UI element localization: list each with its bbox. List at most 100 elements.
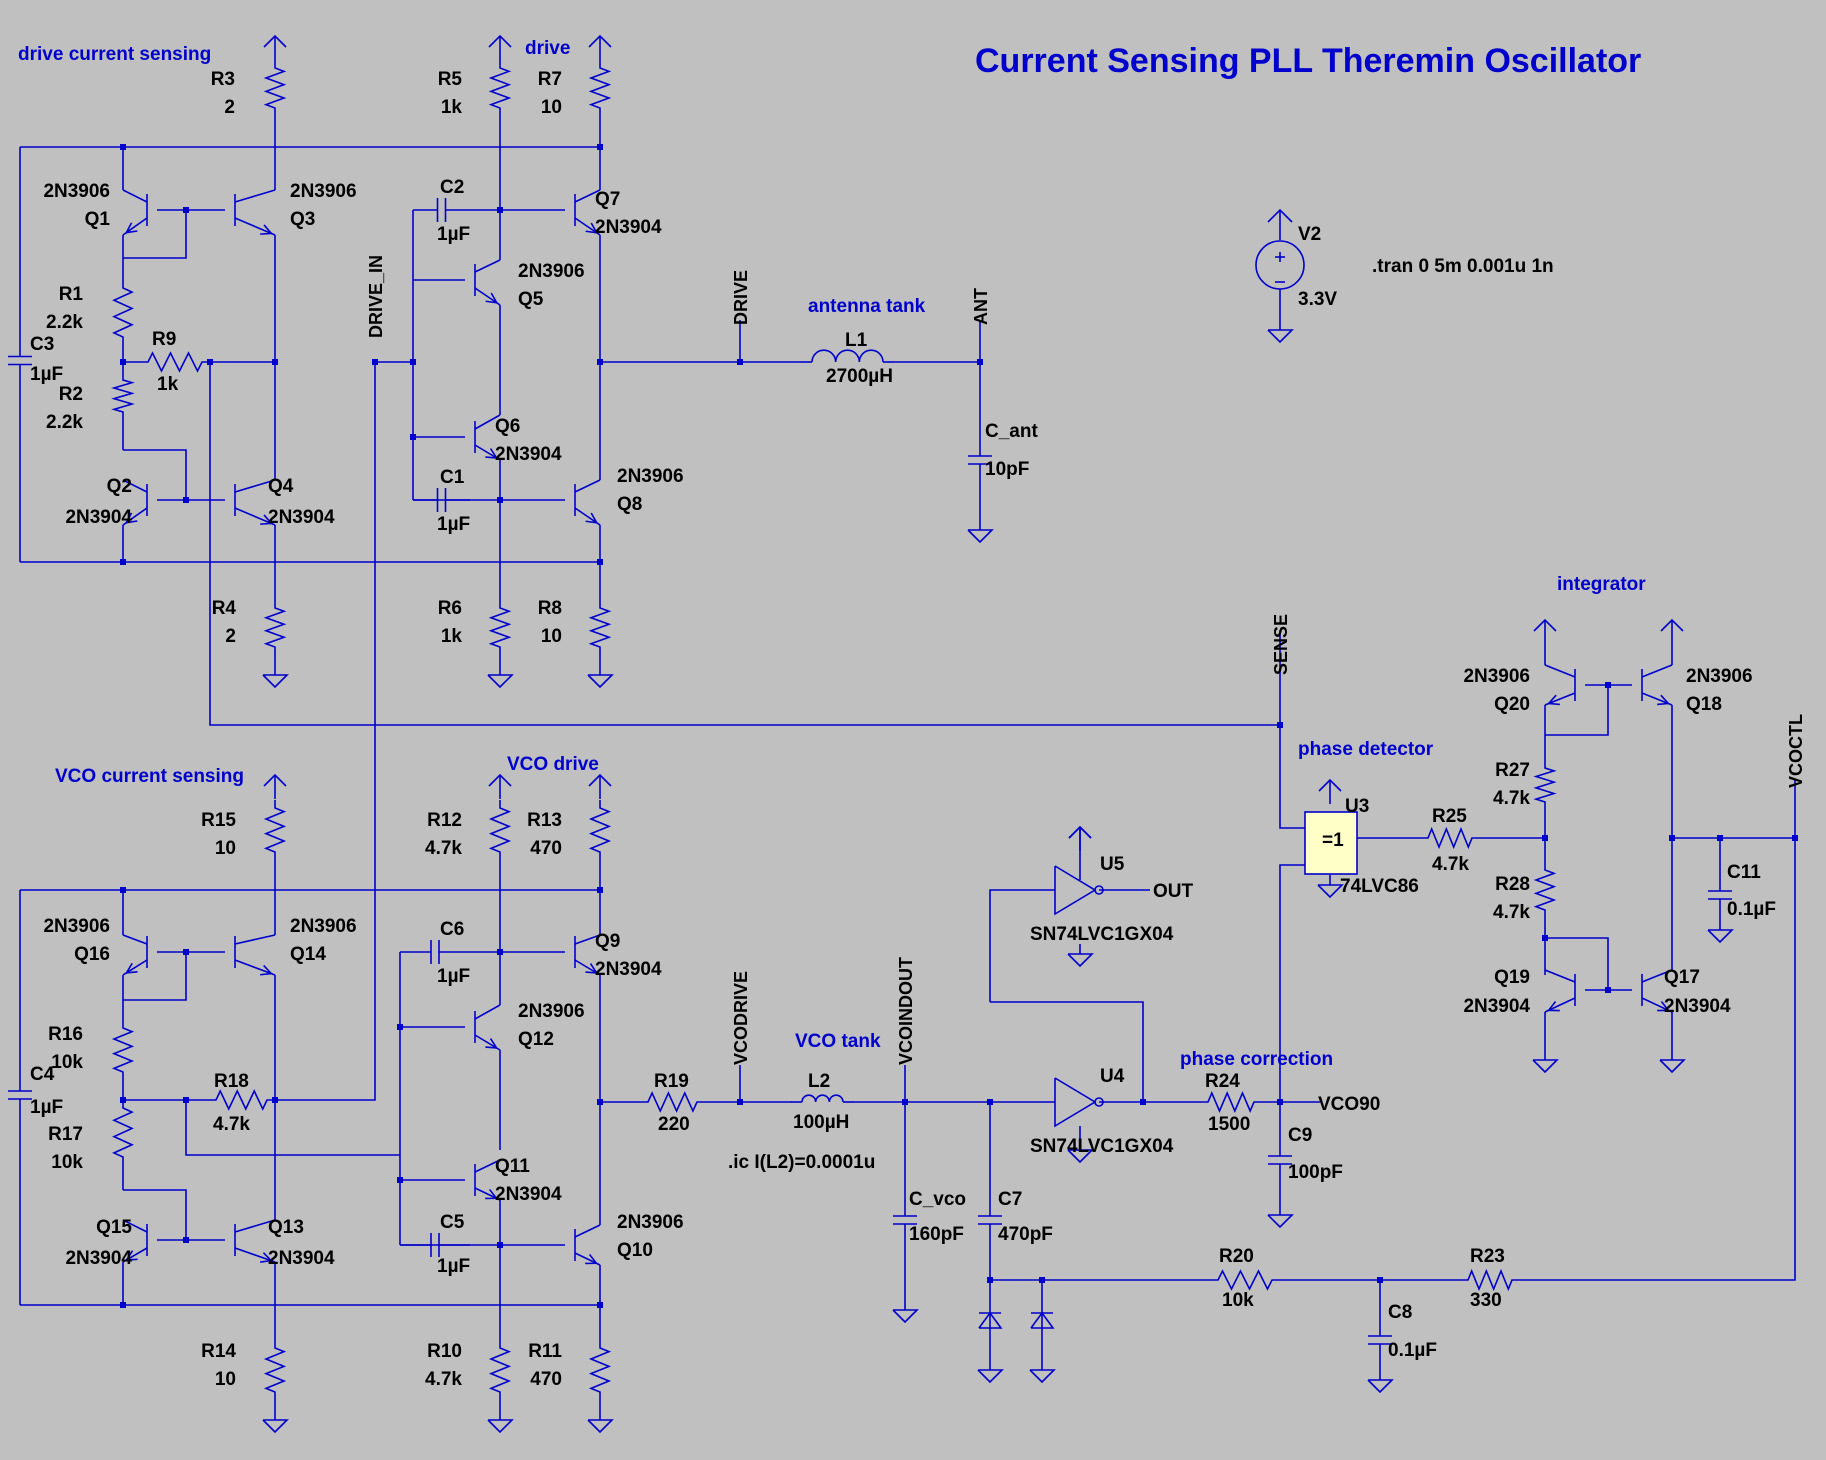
V2-label: V2 [1298,224,1321,245]
Q12-label: Q12 [518,1029,554,1050]
R7-resistor [588,60,612,116]
R17-value: 10k [51,1152,83,1173]
Q9-label: Q9 [595,931,620,952]
junction [977,359,983,365]
Q4-label: Q4 [268,476,294,497]
R14-label: R14 [201,1341,236,1362]
C2-capacitor [413,198,470,222]
R5-resistor [488,60,512,116]
R15-label: R15 [201,810,236,831]
R5-value: 1k [441,97,463,118]
C_vco-label: C_vco [909,1189,966,1210]
R13-value: 470 [530,838,562,859]
Q19-transistor [1544,969,1576,1013]
R23-value: 330 [1470,1290,1502,1311]
junction [597,887,603,893]
R15-resistor [263,800,287,860]
R19-label: R19 [654,1071,689,1092]
R12-label: R12 [427,810,462,831]
C11-capacitor [1708,880,1732,910]
R16-value: 10k [51,1052,83,1073]
comment-vco-drive: VCO drive [507,754,599,775]
R20-label: R20 [1219,1246,1254,1267]
junction [737,1099,743,1105]
junction [497,497,503,503]
C6-capacitor [400,940,470,964]
C6-value: 1µF [437,966,470,987]
Q6-label: Q6 [495,416,520,437]
junction [1377,1277,1383,1283]
Q16-label: Q16 [74,944,110,965]
junction [120,887,126,893]
C8-value: 0.1µF [1388,1340,1437,1361]
Q17-transistor [1641,969,1673,1013]
comment-vco-tank: VCO tank [795,1031,881,1052]
R19-resistor [640,1091,705,1113]
R4-ground [262,665,289,689]
R18-resistor [208,1089,275,1111]
junction [987,1277,993,1283]
Q12-model: 2N3906 [518,1001,585,1022]
R15-supply [263,773,287,799]
C11-ground [1707,920,1734,944]
junction [183,949,189,955]
U5-inverter [1054,865,1104,916]
R17-resistor [112,1100,134,1165]
R16-resistor [111,1020,135,1080]
junction [1717,835,1723,841]
R2-value: 2.2k [46,412,83,433]
C1-label: C1 [440,467,465,488]
R4-value: 2 [225,626,236,647]
C9-ground [1267,1205,1294,1229]
Q18-model: 2N3906 [1686,666,1753,687]
C8-label: C8 [1388,1302,1412,1323]
R12-resistor [488,800,512,860]
R7-value: 10 [541,97,562,118]
junction [183,497,189,503]
U3-xor-gate [1304,811,1358,875]
R11-ground [587,1410,614,1434]
Q17-label: Q17 [1664,967,1700,988]
R3-label: R3 [211,69,235,90]
Q13-label: Q13 [268,1217,304,1238]
junction [497,949,503,955]
C11-value: 0.1µF [1727,899,1776,920]
Q18-transistor [1641,664,1673,706]
comment-phase-correction: phase correction [1180,1049,1333,1070]
net-vco90: VCO90 [1318,1094,1380,1115]
R23-label: R23 [1470,1246,1505,1267]
directive-ic: .ic I(L2)=0.0001u [728,1152,875,1173]
net-out: OUT [1153,881,1194,902]
L2-value: 100µH [793,1112,849,1133]
R23-resistor [1460,1268,1520,1292]
comment-antenna-tank: antenna tank [808,296,926,317]
C3-value: 1µF [30,364,63,385]
U3-supply [1318,778,1342,804]
junction [1542,935,1548,941]
U5-model: SN74LVC1GX04 [1030,924,1174,945]
Q1-label: Q1 [85,209,111,230]
C7-label: C7 [998,1189,1022,1210]
R7-label: R7 [538,69,562,90]
C4-capacitor [8,1085,32,1105]
Q6-model: 2N3904 [495,444,562,465]
Q5-transistor [474,259,501,306]
R20-resistor [1210,1269,1280,1291]
Q15-model: 2N3904 [65,1248,132,1269]
U4-ground [1067,1140,1094,1164]
R5-supply [488,34,512,60]
R13-supply [588,773,612,799]
Q9-model: 2N3904 [595,959,662,980]
C11-label: C11 [1727,862,1761,883]
junction [597,144,603,150]
wires [19,116,1798,1410]
Q19-model: 2N3904 [1463,996,1530,1017]
U3-ground [1317,875,1344,899]
junction [1277,722,1283,728]
R9-label: R9 [152,329,176,350]
R27-resistor [1533,760,1557,810]
Q20-transistor [1544,664,1576,706]
R3-supply [263,34,287,60]
Q14-transistor [234,934,276,976]
